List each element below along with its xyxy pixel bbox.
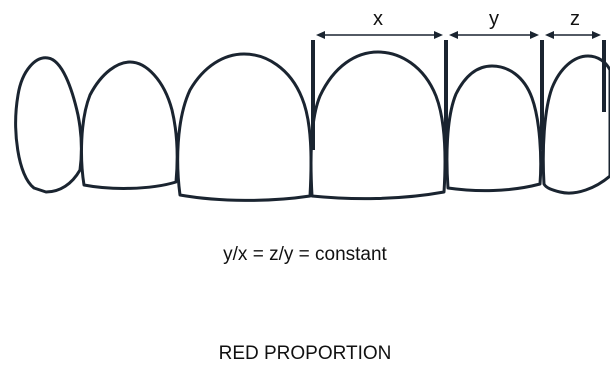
tooth-right-lateral-incisor [445, 64, 543, 193]
tooth-left-central-incisor [176, 52, 313, 202]
diagram-title: RED PROPORTION [218, 343, 392, 364]
dimension-arrow-z [545, 31, 601, 39]
label-y: y [489, 8, 499, 30]
tooth-right-canine [541, 54, 610, 195]
proportion-formula: y/x = z/y = constant [223, 244, 387, 265]
dimension-arrow-y [449, 31, 539, 39]
tooth-right-central-incisor [309, 50, 447, 201]
tooth-left-canine [14, 56, 83, 194]
tooth-left-lateral-incisor [80, 60, 179, 190]
label-x: x [373, 8, 383, 30]
label-z: z [570, 8, 580, 30]
dimension-arrow-x [316, 31, 443, 39]
